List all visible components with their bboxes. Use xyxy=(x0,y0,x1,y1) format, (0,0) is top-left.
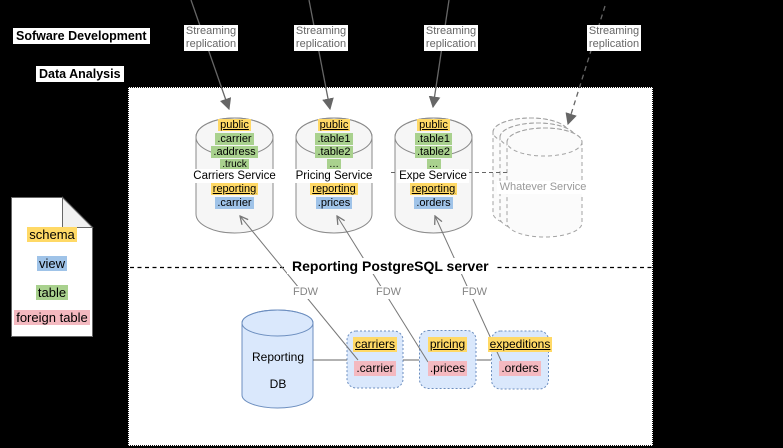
expeditions-schema-name: expeditions xyxy=(487,337,553,352)
expeditions-box-labels: expeditions .orders xyxy=(487,337,553,376)
expe-ellipsis: … xyxy=(426,159,441,170)
carriers-table-address: .address xyxy=(211,146,258,158)
expe-reporting-schema: reporting xyxy=(409,183,458,195)
carriers-box-labels: carriers .carrier xyxy=(344,337,406,376)
streaming-arrow-4-dashed xyxy=(565,5,606,126)
expe-service-name: Expe Service xyxy=(397,169,469,183)
reporting-db-name-line1: Reporting xyxy=(251,350,305,364)
fdw-label-3: FDW xyxy=(460,286,490,299)
cylinder-whatever-service-stack xyxy=(492,117,583,238)
legend-item-view: view xyxy=(12,256,92,271)
label-data-analysis: Data Analysis xyxy=(36,66,124,83)
streaming-arrow-3 xyxy=(428,0,450,109)
carriers-foreign-table: .carrier xyxy=(354,361,396,376)
carriers-service-name: Carriers Service xyxy=(192,169,277,183)
legend-table-chip: table xyxy=(35,285,69,300)
cylinder-reporting-db xyxy=(241,309,314,409)
whatever-service-name: Whatever Service xyxy=(497,181,589,194)
streaming-arrow-1 xyxy=(190,0,232,111)
expe-table-1: .table1 xyxy=(414,132,453,145)
legend-item-schema: schema xyxy=(12,227,92,242)
pricing-box-labels: pricing .prices xyxy=(417,337,479,376)
streaming-arrow-2 xyxy=(308,0,334,111)
legend-item-foreign-table: foreign table xyxy=(12,310,92,325)
streaming-replication-label-1: Streaming replication xyxy=(184,25,238,51)
pricing-reporting-schema: reporting xyxy=(310,183,358,195)
pricing-service-name: Pricing Service xyxy=(291,169,377,183)
pricing-public-schema: public xyxy=(317,119,351,131)
legend-schema-chip: schema xyxy=(27,227,77,242)
expe-reporting-view: .orders xyxy=(414,197,453,209)
carriers-schema-name: carriers xyxy=(352,337,397,352)
carriers-public-schema: public xyxy=(218,119,251,131)
streaming-replication-label-4: Streaming replication xyxy=(587,25,641,51)
legend-foreign-table-chip: foreign table xyxy=(14,310,90,325)
fdw-label-1: FDW xyxy=(291,286,321,299)
pricing-reporting-view: .prices xyxy=(315,197,353,209)
legend-item-table: table xyxy=(12,285,92,300)
reporting-db-name-line2: DB xyxy=(269,377,287,391)
reporting-server-title: Reporting PostgreSQL server xyxy=(287,258,494,275)
streaming-replication-label-3: Streaming replication xyxy=(424,25,478,51)
pricing-table-1: .table1 xyxy=(315,132,353,145)
expe-table-2: .table2 xyxy=(414,146,453,158)
label-software-development: Sofware Development xyxy=(13,28,150,45)
legend-view-chip: view xyxy=(36,256,67,271)
pricing-table-2: .table2 xyxy=(315,146,353,158)
pricing-ellipsis: … xyxy=(327,159,341,170)
carriers-reporting-schema: reporting xyxy=(210,183,259,195)
streaming-arrows xyxy=(190,0,606,126)
carriers-table-truck: .truck xyxy=(220,159,249,170)
pricing-schema-name: pricing xyxy=(427,337,468,352)
expe-public-schema: public xyxy=(417,119,450,131)
expeditions-foreign-table: .orders xyxy=(499,361,541,376)
carriers-reporting-view: .carrier xyxy=(215,197,254,209)
fdw-label-2: FDW xyxy=(374,286,404,299)
streaming-replication-label-2: Streaming replication xyxy=(294,25,348,51)
pricing-foreign-table: .prices xyxy=(427,361,468,376)
carriers-table-carrier: .carrier xyxy=(215,132,254,145)
